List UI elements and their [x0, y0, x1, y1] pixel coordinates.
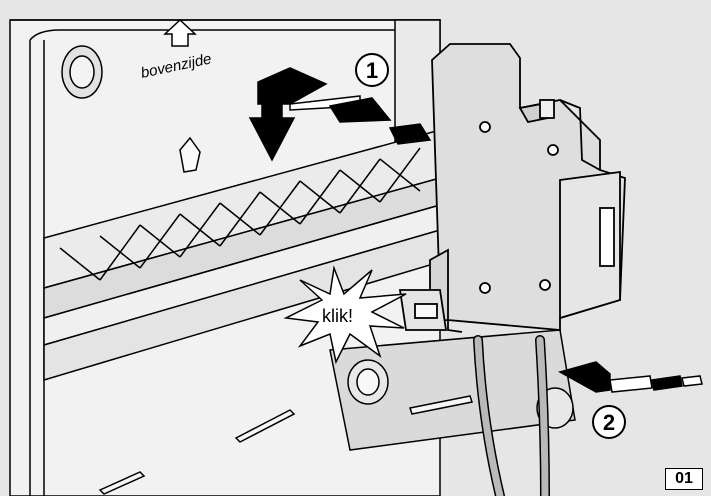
step-2-circle	[592, 405, 626, 439]
din-module	[398, 43, 626, 333]
step-1-circle	[355, 53, 389, 87]
step-2-label: 2	[603, 410, 615, 435]
cables	[473, 335, 550, 496]
up-arrow-icon	[163, 18, 197, 47]
din-rail	[43, 129, 441, 382]
motion-arrow-2-icon	[558, 361, 703, 393]
floor-strips	[98, 395, 473, 495]
rail-clip	[179, 136, 201, 173]
screw-icon	[61, 45, 103, 99]
figure-number-box: 01	[665, 468, 703, 490]
figure-number-label: 01	[675, 470, 693, 487]
step-1-label: 1	[366, 58, 378, 83]
click-starburst-icon	[283, 265, 407, 365]
click-label: klik!	[322, 306, 353, 326]
motion-arrow-1-icon	[248, 67, 432, 162]
